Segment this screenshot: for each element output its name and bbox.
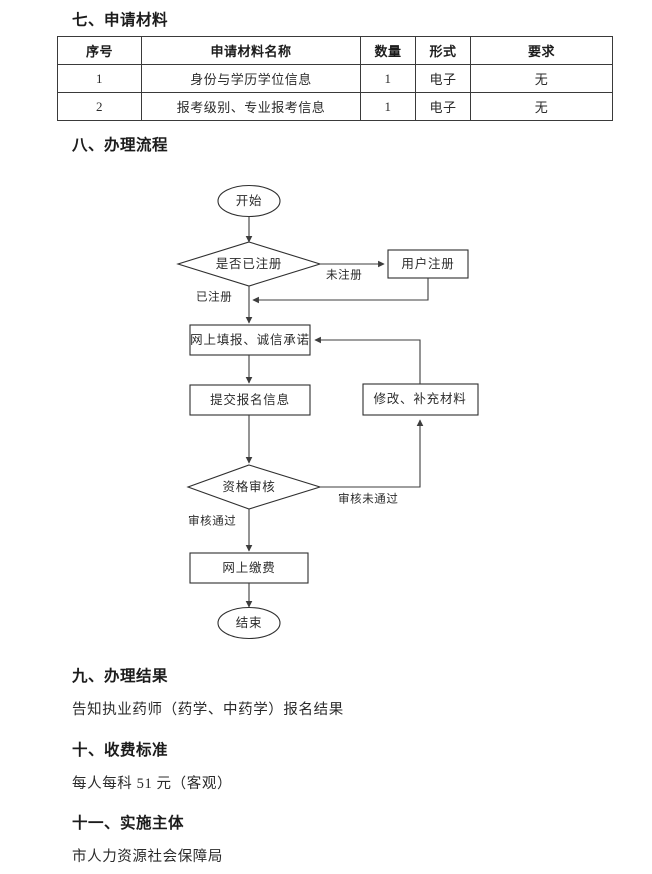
- table-cell: 无: [470, 64, 613, 93]
- flow-node-user-register: [387, 249, 469, 279]
- table-cell: 身份与学历学位信息: [141, 64, 361, 93]
- section-heading-process: 八、办理流程: [72, 136, 169, 154]
- application-materials-table: 序号 申请材料名称 数量 形式 要求 1 身份与学历学位信息 1 电子 无 2 …: [57, 36, 613, 121]
- connector-review-failed: [320, 419, 424, 488]
- edge-label-review-failed: 审核未通过: [338, 492, 399, 506]
- flow-node-online-pay-label: 网上缴费: [222, 560, 275, 575]
- table-header-row: 序号 申请材料名称 数量 形式 要求: [57, 36, 613, 65]
- flow-node-end: [217, 606, 281, 640]
- process-flowchart: 开始 是否已注册 用户注册 未注册 已注册 网上填报、诚信承诺: [0, 170, 652, 650]
- flow-node-online-fill-label: 网上填报、诚信承诺: [190, 332, 310, 347]
- flow-node-modify-supplement-label: 修改、补充材料: [373, 391, 466, 406]
- edge-label-review-passed: 审核通过: [188, 514, 236, 528]
- flowchart-svg: 开始 是否已注册 用户注册 未注册 已注册 网上填报、诚信承诺: [176, 184, 479, 640]
- flow-node-decision-review-label: 资格审核: [222, 479, 275, 494]
- table-cell: 1: [57, 64, 142, 93]
- table-row: 1 身份与学历学位信息 1 电子 无: [57, 64, 613, 93]
- flow-node-user-register-label: 用户注册: [401, 256, 454, 271]
- authority-text: 市人力资源社会保障局: [72, 849, 223, 865]
- section-heading-result: 九、办理结果: [72, 667, 169, 685]
- table-cell: 1: [360, 64, 416, 93]
- table-cell: 电子: [415, 92, 471, 121]
- table-header-cell: 数量: [360, 36, 416, 65]
- flow-node-end-label: 结束: [236, 616, 263, 630]
- table-header-cell: 要求: [470, 36, 613, 65]
- table-cell: 2: [57, 92, 142, 121]
- table-row: 2 报考级别、专业报考信息 1 电子 无: [57, 92, 613, 121]
- edge-label-not-registered: 未注册: [326, 268, 362, 282]
- result-text: 告知执业药师（药学、中药学）报名结果: [72, 702, 344, 718]
- table-cell: 1: [360, 92, 416, 121]
- flow-node-online-fill: [189, 324, 311, 356]
- table-header-cell: 申请材料名称: [141, 36, 361, 65]
- flow-node-modify-supplement: [362, 383, 479, 416]
- section-heading-authority: 十一、实施主体: [72, 814, 185, 832]
- flow-node-submit-info: [189, 384, 311, 416]
- flow-node-decision-registered-label: 是否已注册: [216, 256, 283, 271]
- fee-text: 每人每科 51 元（客观）: [72, 776, 233, 792]
- flow-node-online-pay: [189, 552, 309, 584]
- edge-label-registered: 已注册: [196, 290, 232, 304]
- table-cell: 报考级别、专业报考信息: [141, 92, 361, 121]
- table-cell: 电子: [415, 64, 471, 93]
- flow-node-submit-info-label: 提交报名信息: [210, 392, 290, 407]
- section-heading-fee: 十、收费标准: [72, 741, 169, 759]
- flow-node-start-label: 开始: [236, 194, 263, 208]
- table-header-cell: 序号: [57, 36, 142, 65]
- table-header-cell: 形式: [415, 36, 471, 65]
- section-heading-materials: 七、申请材料: [72, 11, 169, 29]
- connector-user-register-return: [252, 278, 429, 304]
- table-cell: 无: [470, 92, 613, 121]
- connector-modify-to-online-fill: [314, 336, 421, 384]
